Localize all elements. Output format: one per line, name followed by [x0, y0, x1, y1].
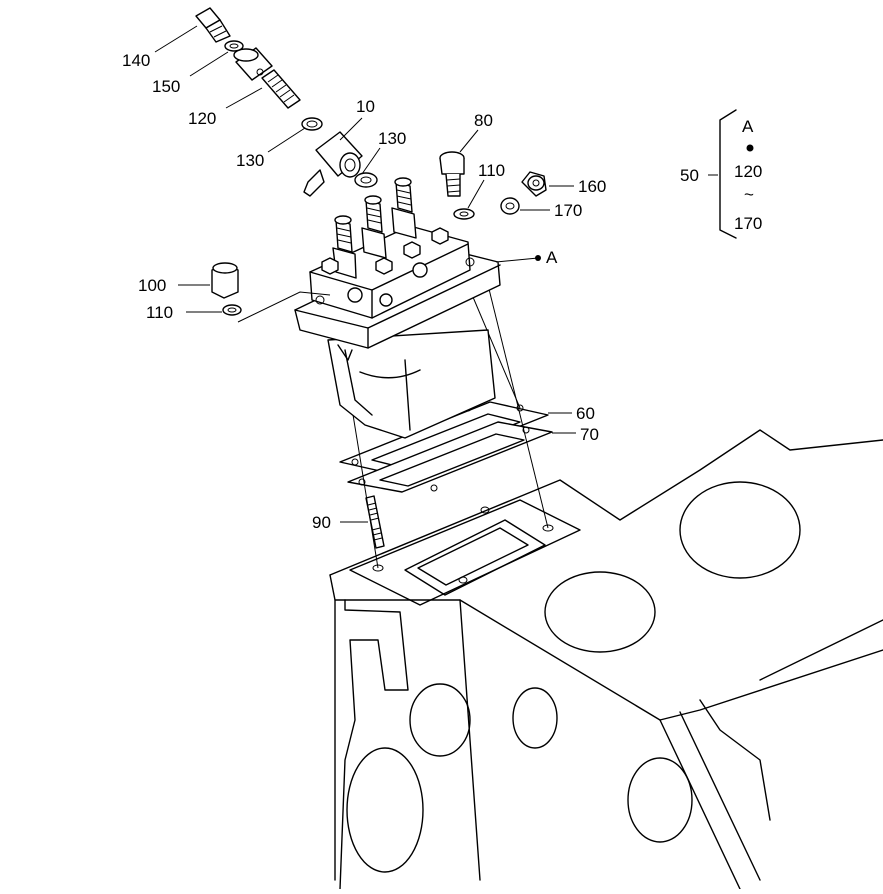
plug-160	[521, 171, 547, 197]
callout-130-left: 130	[236, 151, 264, 170]
callout-160: 160	[578, 177, 606, 196]
callout-100: 100	[138, 276, 166, 295]
callout-90: 90	[312, 513, 331, 532]
callout-150: 150	[152, 77, 180, 96]
callout-110-bottom: 110	[146, 303, 173, 322]
kit-ref-label: 50	[680, 166, 699, 185]
reference-dot-A	[535, 255, 541, 261]
bolt-140	[195, 7, 231, 43]
callout-170: 170	[554, 201, 582, 220]
kit-dot	[746, 144, 754, 152]
leader-lines	[154, 25, 576, 523]
callout-140: 140	[122, 51, 150, 70]
callout-110-top: 110	[478, 161, 505, 180]
washers	[224, 40, 378, 188]
banjo-fitting-10	[303, 131, 363, 197]
callout-10: 10	[356, 97, 375, 116]
kit-to-label: 170	[734, 214, 762, 233]
callout-80: 80	[474, 111, 493, 130]
screw-80	[439, 151, 475, 220]
engine-block	[329, 429, 883, 890]
gasket-70	[347, 421, 553, 493]
kit-from-label: 120	[734, 162, 762, 181]
kit-tilde: ~	[744, 185, 754, 204]
injection-pump	[294, 177, 501, 439]
hollow-bolt-120	[233, 47, 301, 109]
callout-120: 120	[188, 109, 216, 128]
callout-60: 60	[576, 404, 595, 423]
callout-130-right: 130	[378, 129, 406, 148]
stud-90	[365, 495, 385, 549]
washer-170	[500, 197, 520, 215]
cap-100	[211, 262, 239, 299]
washer-110b	[222, 304, 242, 316]
kit-top-label: A	[742, 117, 754, 136]
kit-legend: 50 A 120 ~ 170	[680, 109, 762, 239]
callout-labels: 140 150 120 130 10 130 80 110 160 170 A …	[122, 51, 606, 532]
callout-A: A	[546, 248, 558, 267]
callout-70: 70	[580, 425, 599, 444]
